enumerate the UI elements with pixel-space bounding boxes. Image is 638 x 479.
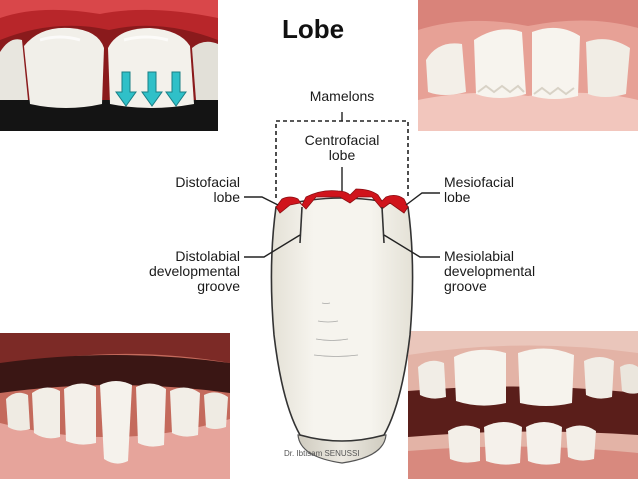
lower-teeth-gum-photo [0,333,230,479]
mesiofacial-lobe-label: Mesiofacial lobe [444,174,515,205]
distofacial-leader-line [244,196,279,206]
mesiolabial-groove [381,206,385,244]
mamelons-label: Mamelons [309,88,375,104]
distofacial-lobe-label: Distofacial lobe [175,174,240,205]
distolabial-leader-line [244,234,301,258]
tooth-crown [270,197,414,442]
mamelon-red-edge [275,188,409,214]
incisor-lobe-diagram: Mamelons Centrofacial lobe Distofacial l… [149,85,535,470]
child-teeth-mamelons-photo [418,0,638,131]
child-open-mouth-photo [408,331,638,479]
distolabial-groove [299,206,303,244]
distolabial-groove-label: Distolabial developmental groove [148,248,240,294]
down-arrow-icon [141,71,163,107]
down-arrow-icon [115,71,137,107]
mesiolabial-groove-label: Mesiolabial developmental groove [444,248,536,294]
slide-title: Lobe [282,14,345,44]
down-arrow-icon [165,71,187,107]
mesiolabial-leader-line [383,234,440,258]
mesiofacial-leader-line [405,192,440,206]
incisor-closeup-photo [0,0,218,131]
slide-footer: Dr. Ibtisam SENUSSI [284,449,360,458]
tooth-root [297,434,387,464]
centrofacial-lobe-label: Centrofacial lobe [304,132,380,163]
